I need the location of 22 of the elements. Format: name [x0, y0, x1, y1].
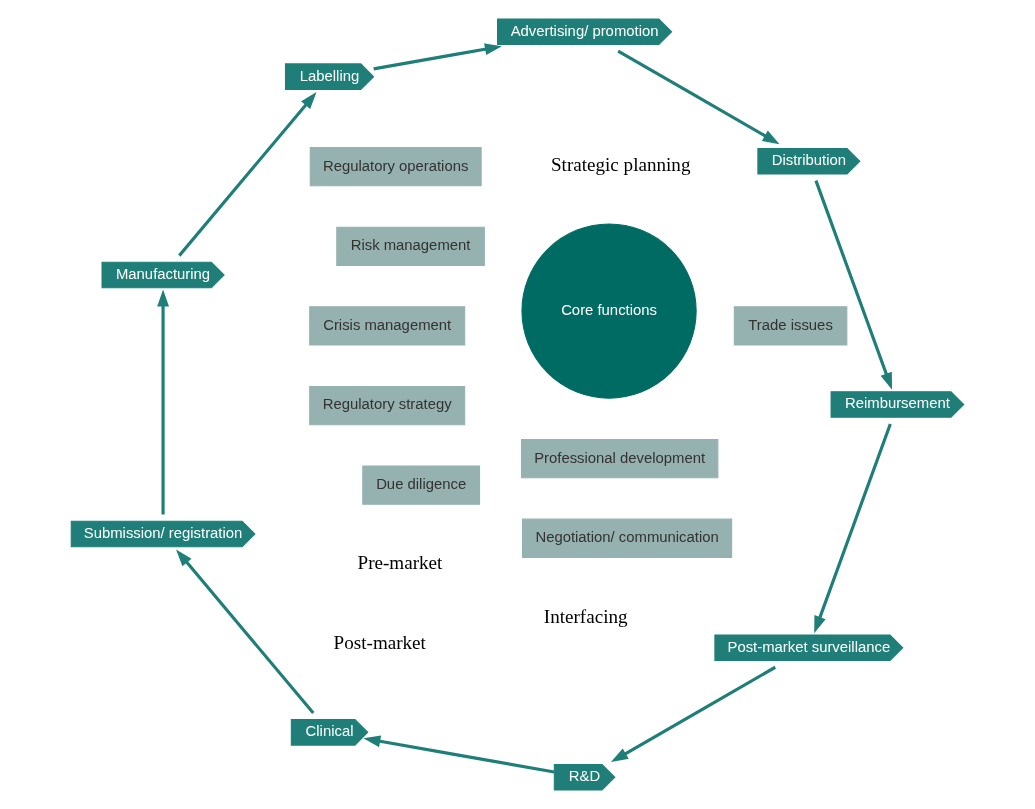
- arrow: [814, 423, 892, 634]
- label: Interfacing: [543, 605, 628, 627]
- node-box: Crisis management: [309, 306, 466, 346]
- arrow: [610, 665, 777, 763]
- node-box: Negotiation/ communication: [522, 518, 733, 558]
- node-box: Regulatory operations: [309, 147, 482, 187]
- node-box: Due diligence: [362, 465, 481, 505]
- node-box: Trade issues: [733, 306, 848, 346]
- arrow: [178, 92, 317, 257]
- arrow: [363, 735, 555, 774]
- arrow: [176, 549, 315, 714]
- node-box: Regulatory strategy: [309, 385, 466, 426]
- label: Post-market: [333, 632, 426, 654]
- label: Pre-market: [357, 552, 443, 574]
- arrow: [814, 180, 893, 390]
- node-box: Professional development: [520, 439, 719, 479]
- arrow: [617, 49, 780, 145]
- node-circle: Core functions: [521, 223, 697, 399]
- label: Strategic planning: [550, 154, 691, 176]
- arrow: [157, 289, 170, 515]
- arrow: [373, 43, 502, 71]
- node-box: Risk management: [336, 226, 485, 266]
